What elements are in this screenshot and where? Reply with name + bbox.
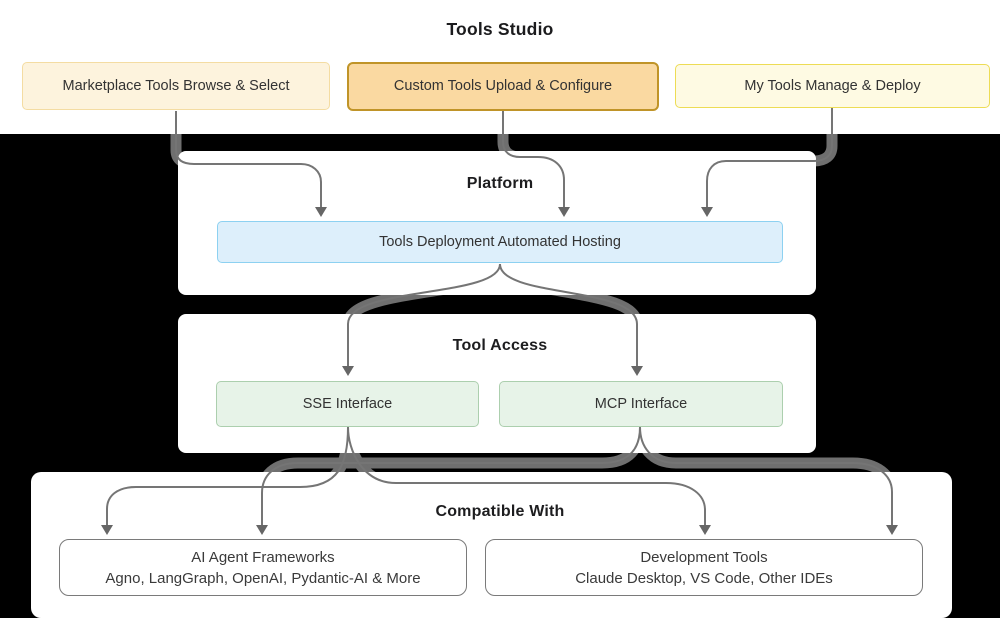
- compatible-heading: Compatible With: [435, 503, 565, 520]
- node-development-tools: Development Tools Claude Desktop, VS Cod…: [485, 539, 923, 596]
- node-development-tools-title: Development Tools: [640, 548, 768, 566]
- page-title: Tools Studio: [446, 19, 554, 39]
- node-custom-tools: Custom Tools Upload & Configure: [347, 62, 659, 111]
- node-custom-tools-label: Custom Tools Upload & Configure: [393, 78, 613, 95]
- node-marketplace-tools: Marketplace Tools Browse & Select: [22, 62, 330, 110]
- node-development-tools-subtitle: Claude Desktop, VS Code, Other IDEs: [575, 569, 833, 587]
- node-hosting: Tools Deployment Automated Hosting: [217, 221, 783, 263]
- node-marketplace-tools-label: Marketplace Tools Browse & Select: [62, 77, 290, 94]
- tool-access-heading: Tool Access: [452, 337, 548, 354]
- node-ai-agent-frameworks: AI Agent Frameworks Agno, LangGraph, Ope…: [59, 539, 467, 596]
- platform-heading: Platform: [466, 175, 534, 192]
- node-my-tools: My Tools Manage & Deploy: [675, 64, 990, 108]
- node-ai-agent-frameworks-subtitle: Agno, LangGraph, OpenAI, Pydantic-AI & M…: [105, 569, 421, 587]
- node-sse-interface-label: SSE Interface: [302, 395, 393, 412]
- node-my-tools-label: My Tools Manage & Deploy: [744, 77, 921, 94]
- node-mcp-interface: MCP Interface: [499, 381, 783, 427]
- node-hosting-label: Tools Deployment Automated Hosting: [379, 233, 621, 250]
- node-ai-agent-frameworks-title: AI Agent Frameworks: [191, 548, 335, 566]
- node-mcp-interface-label: MCP Interface: [594, 395, 688, 412]
- node-sse-interface: SSE Interface: [216, 381, 479, 427]
